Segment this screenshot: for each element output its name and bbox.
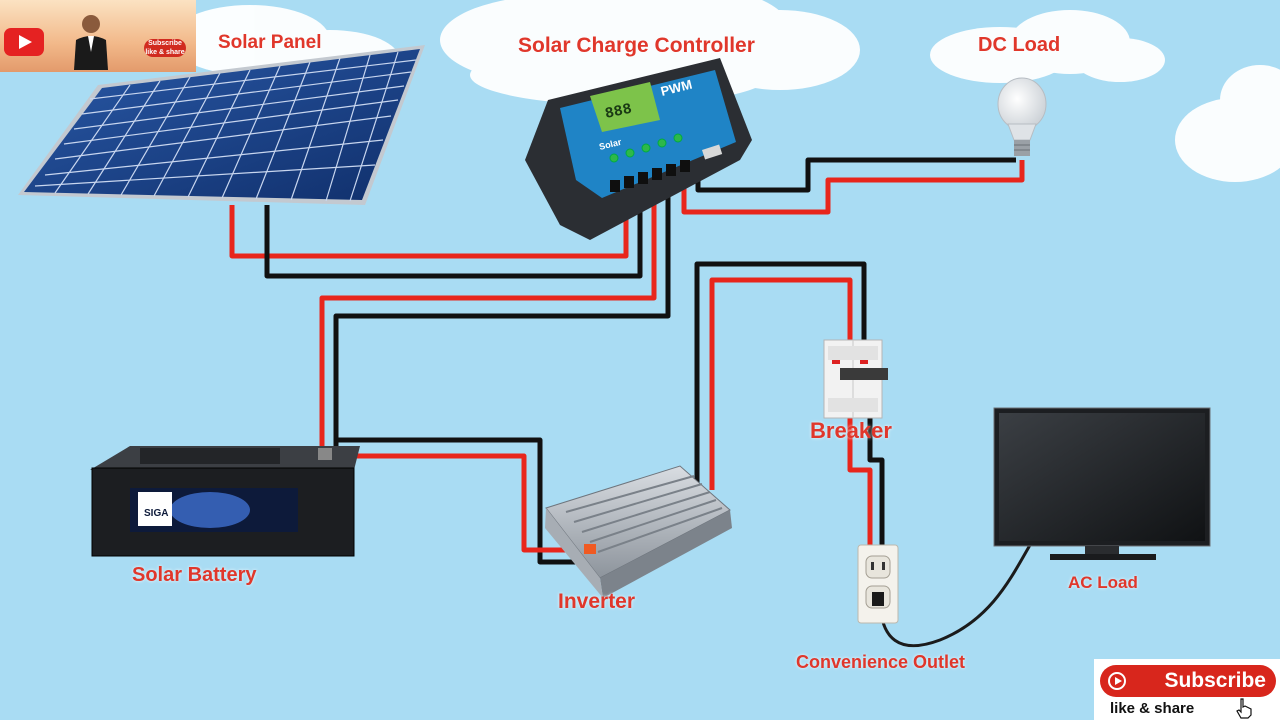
subscribe-label: Subscribe [1164, 669, 1266, 692]
label-convenience-outlet: Convenience Outlet [796, 652, 966, 672]
label-dc-load: DC Load [978, 34, 1061, 56]
play-icon [1108, 672, 1126, 690]
channel-subscribe-label: Subscribe [148, 40, 182, 47]
wire-outlet-negative [867, 410, 885, 548]
label-ac-load: AC Load [1068, 573, 1138, 592]
controller-brand: PWM [659, 77, 693, 99]
solar-battery: SIGA [90, 446, 360, 557]
label-inverter: Inverter [558, 590, 636, 613]
wire-dc-load-negative [695, 157, 1016, 193]
wires [229, 157, 1025, 565]
wire-dc-load-positive [681, 160, 1025, 215]
wire-panel-negative [264, 190, 643, 279]
subscribe-button[interactable]: Subscribe [1100, 665, 1276, 697]
breaker-device [823, 339, 888, 419]
wire-battery-positive [319, 190, 657, 452]
subscribe-badge[interactable]: Subscribe like & share [1094, 659, 1280, 720]
dc-load-bulb [997, 77, 1047, 156]
label-solar-panel: Solar Panel [218, 32, 322, 53]
tv-power-cord [878, 544, 1032, 648]
wire-breaker-positive [709, 277, 853, 490]
label-breaker: Breaker [810, 418, 892, 443]
channel-subscribe-sub: like & share [145, 49, 185, 56]
label-solar-battery: Solar Battery [132, 564, 257, 586]
charge-controller: 888 PWM Solar [525, 58, 752, 240]
clouds [170, 0, 1280, 182]
wire-inverter-positive [319, 452, 582, 553]
like-share-text: like & share [1110, 700, 1195, 717]
wire-outlet-positive [847, 410, 873, 548]
channel-avatar [74, 15, 108, 70]
ac-load-tv [993, 407, 1211, 560]
controller-display: 888 [604, 101, 634, 123]
label-charge-controller: Solar Charge Controller [518, 34, 755, 57]
youtube-icon [4, 28, 44, 56]
wire-battery-negative [333, 186, 671, 452]
channel-subscribe-button[interactable]: Subscribe like & share [144, 39, 186, 57]
wire-panel-positive [229, 196, 629, 259]
wire-breaker-negative [694, 261, 867, 496]
wire-inverter-negative [333, 437, 580, 565]
battery-brand: SIGA [144, 508, 168, 519]
solar-panel [18, 45, 425, 205]
inverter-device [545, 465, 732, 598]
hand-cursor-icon [1236, 698, 1252, 719]
channel-banner[interactable]: Subscribe like & share [0, 0, 196, 72]
convenience-outlet [857, 544, 899, 624]
